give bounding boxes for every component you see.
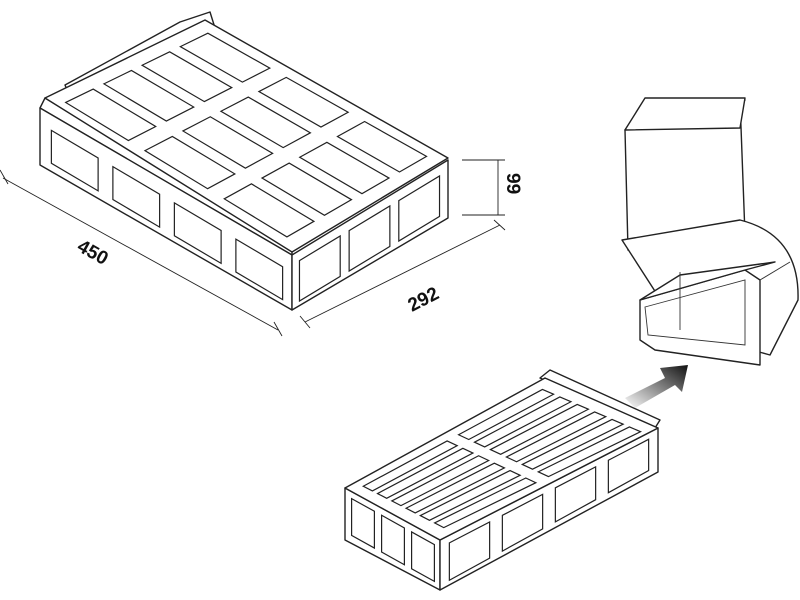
filter-cell	[64, 88, 157, 142]
side-panel	[235, 238, 284, 301]
filter-cell	[489, 403, 590, 456]
length-label: 450	[74, 236, 112, 270]
side-panel	[298, 234, 341, 303]
filter-cell	[361, 440, 459, 492]
duct-elbow	[621, 97, 799, 366]
side-panel	[554, 465, 597, 523]
side-panel	[411, 530, 435, 583]
side-panel	[50, 129, 99, 192]
filter-cell	[520, 418, 625, 470]
filter-cell	[257, 76, 350, 128]
small-filter-box	[344, 369, 661, 591]
width-label: 292	[405, 283, 443, 316]
filter-cell	[473, 396, 573, 448]
filter-cell	[140, 51, 234, 103]
filter-cell	[143, 135, 237, 190]
side-panel	[112, 165, 161, 229]
filter-cell	[181, 116, 274, 169]
filter-cell	[404, 462, 506, 514]
dimension-lines	[0, 159, 506, 337]
filter-cell	[260, 162, 353, 216]
side-panel	[351, 497, 375, 550]
side-panel	[398, 174, 441, 243]
side-panel	[501, 493, 544, 553]
large-filter-box	[39, 11, 449, 311]
side-panel	[448, 520, 491, 582]
filter-cell	[505, 411, 608, 463]
side-panel	[173, 201, 222, 265]
filter-cell	[298, 141, 391, 195]
filter-cell	[433, 477, 538, 529]
filter-cell	[219, 96, 312, 149]
filter-cell	[376, 447, 475, 499]
filter-cell	[102, 69, 195, 122]
filter-cell	[179, 32, 272, 83]
filter-cell	[457, 388, 555, 441]
filter-cell	[336, 120, 428, 173]
insert-direction-arrow	[625, 365, 688, 408]
filter-cell	[536, 426, 643, 478]
filter-cell	[223, 183, 316, 238]
side-panel	[607, 438, 650, 494]
filter-cell	[390, 455, 491, 507]
height-label: 99	[502, 173, 523, 194]
side-panel	[381, 514, 405, 566]
filter-cell	[419, 469, 522, 521]
side-panel	[348, 204, 391, 273]
top-face	[44, 19, 449, 253]
